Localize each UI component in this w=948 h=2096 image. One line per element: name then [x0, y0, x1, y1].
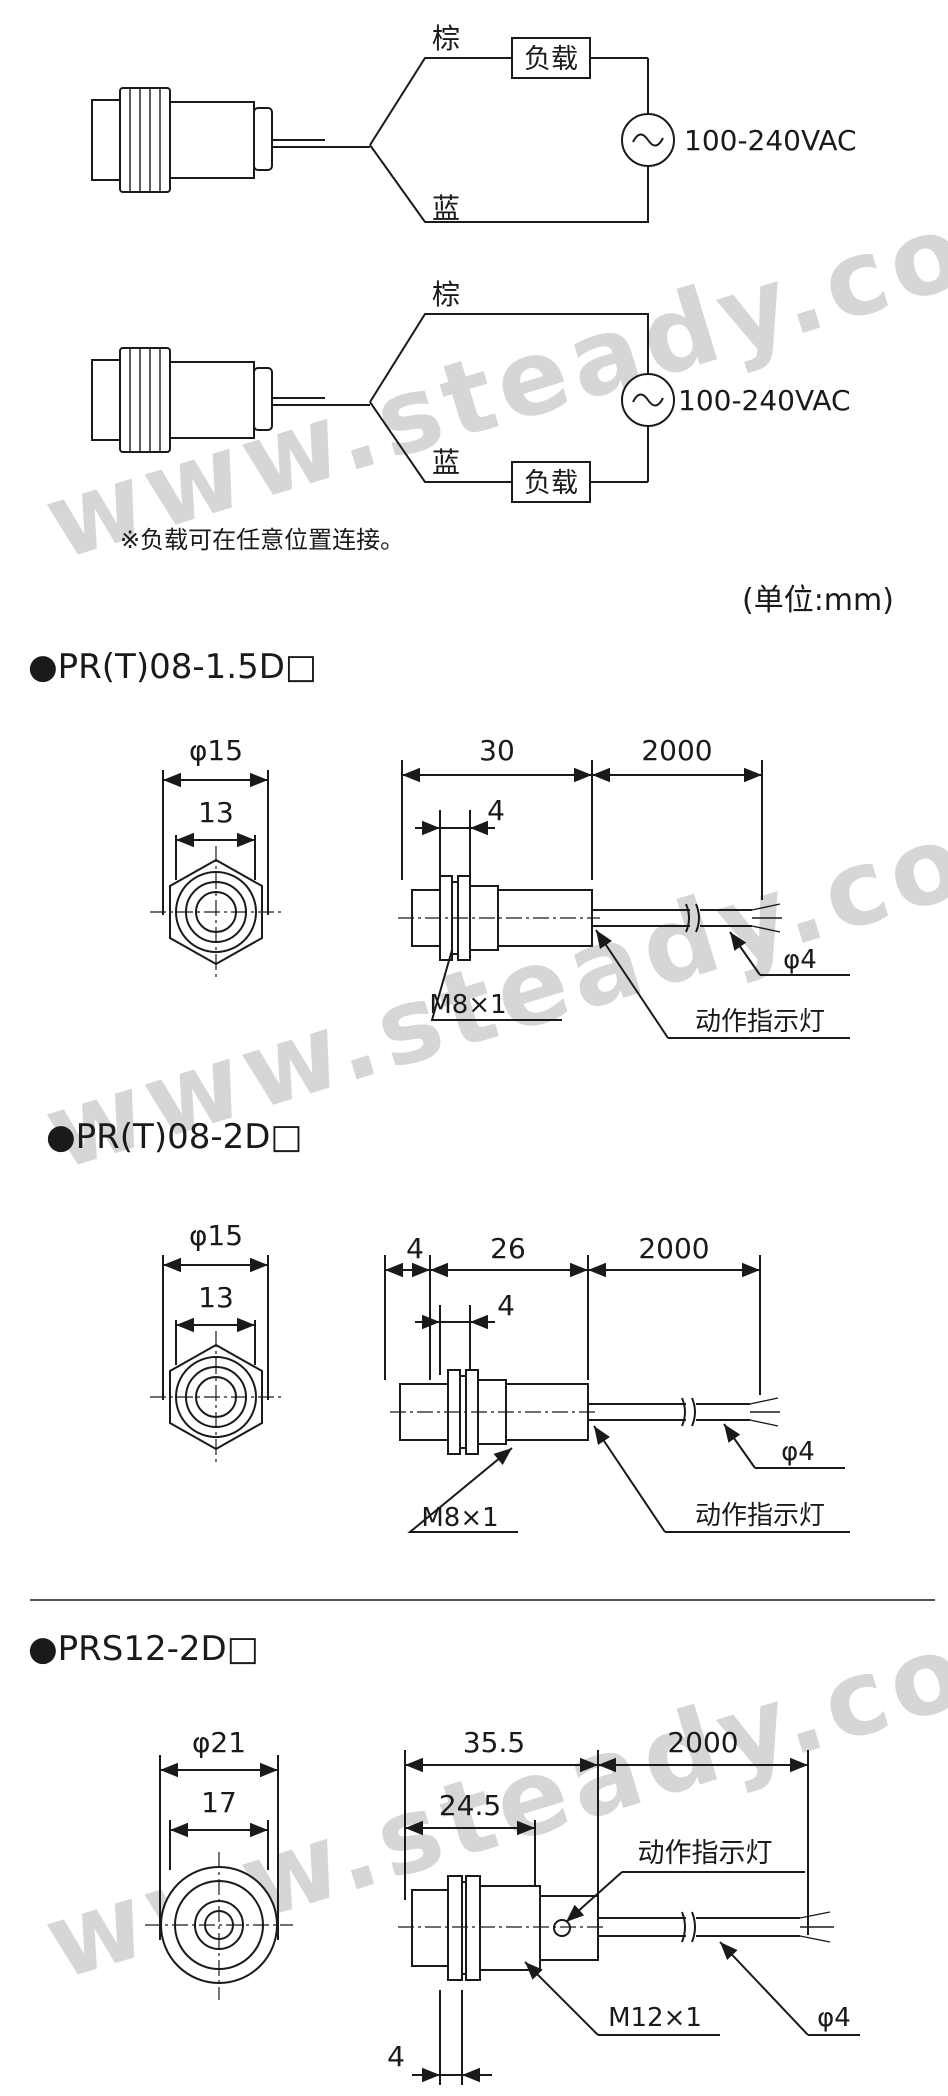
model-pr08-2d: ●PR(T)08-2D□ φ15 13 4 26 [46, 1117, 850, 1533]
model-title: ●PR(T)08-1.5D□ [28, 647, 317, 687]
wiring-note: ※负载可在任意位置连接。 [120, 526, 404, 554]
wire-blue-label: 蓝 [432, 192, 460, 225]
front-view: φ15 13 [150, 1219, 282, 1463]
cable-dia-label: φ4 [781, 1437, 815, 1467]
wiring-diagram-top: 棕 蓝 负载 100-240VAC [91, 22, 857, 225]
sensor-icon [91, 87, 370, 193]
front-outer-dim: φ15 [189, 1219, 243, 1252]
small-dim: 4 [497, 1289, 515, 1322]
model-title: ●PRS12-2D□ [28, 1629, 259, 1669]
wire-brown-label: 棕 [432, 278, 460, 311]
sensor-icon [91, 347, 370, 453]
cable-dia-label: φ4 [783, 945, 817, 975]
load-box [511, 461, 591, 503]
supply-label: 100-240VAC [678, 384, 851, 417]
front-inner-dim: 13 [198, 796, 234, 829]
front-inner-dim: 17 [201, 1786, 237, 1819]
thread-label: M8×1 [421, 1503, 498, 1533]
cable-length-dim: 2000 [641, 734, 712, 767]
indicator-label: 动作指示灯 [695, 1007, 825, 1037]
wire-blue-label: 蓝 [432, 446, 460, 479]
thread-label: M8×1 [429, 990, 506, 1020]
body-length-dim: 30 [479, 734, 515, 767]
load-label: 负载 [524, 44, 578, 75]
thread-label: M12×1 [608, 2003, 702, 2033]
front-outer-dim: φ21 [192, 1726, 246, 1759]
wire-brown-label: 棕 [432, 22, 460, 55]
body-length-dim: 35.5 [463, 1726, 525, 1759]
supply-label: 100-240VAC [684, 124, 857, 157]
thread-length-dim: 24.5 [439, 1789, 501, 1822]
front-view: φ15 13 [150, 734, 282, 978]
small-dim: 4 [487, 794, 505, 827]
side-view: 30 2000 4 M8×1 [398, 734, 850, 1039]
wiring-diagram-bottom: 棕 蓝 负载 100-240VAC ※负载可在任意位置连接。 [91, 278, 851, 554]
load-label: 负载 [524, 468, 578, 499]
front-outer-dim: φ15 [189, 734, 243, 767]
cable-length-dim: 2000 [638, 1232, 709, 1265]
side-view: 35.5 2000 24.5 动作指示灯 [387, 1726, 860, 2085]
indicator-label: 动作指示灯 [638, 1838, 773, 1869]
indicator-label: 动作指示灯 [695, 1501, 825, 1531]
indicator-led-icon [553, 1919, 571, 1937]
model-prs12-2d: ●PRS12-2D□ φ21 17 35.5 2000 [28, 1629, 860, 2085]
cable-dia-label: φ4 [817, 2003, 851, 2033]
model-title: ●PR(T)08-2D□ [46, 1117, 303, 1157]
side-view: 4 26 2000 4 M8×1 [384, 1232, 850, 1533]
cable-length-dim: 2000 [667, 1726, 738, 1759]
front-inner-dim: 13 [198, 1281, 234, 1314]
model-pr08-1.5d: ●PR(T)08-1.5D□ φ15 13 30 2000 [28, 647, 850, 1039]
units-label: (单位:mm) [742, 583, 894, 618]
body-length-dim: 26 [490, 1232, 526, 1265]
bottom-dim: 4 [387, 2040, 405, 2073]
front-view: φ21 17 [145, 1726, 293, 2000]
lead-dim: 4 [406, 1232, 424, 1265]
